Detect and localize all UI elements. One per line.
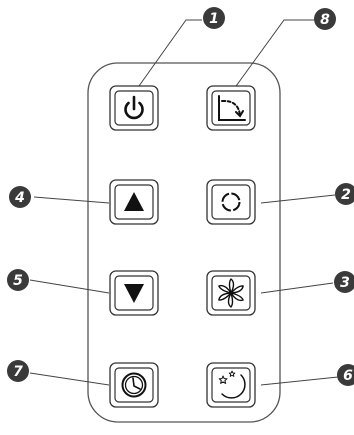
button-timer[interactable] [109, 362, 159, 408]
leader-line-6 [260, 376, 339, 386]
swing-icon [218, 95, 246, 121]
circle-mode-icon [221, 192, 241, 212]
button-swing[interactable] [206, 85, 256, 131]
leader-line-7 [29, 372, 110, 386]
callout-number: 8 [320, 12, 330, 28]
button-down[interactable] [109, 270, 159, 316]
down-arrow-icon [124, 284, 144, 303]
leader-line-8 [230, 19, 314, 94]
button-sleep[interactable] [206, 362, 256, 408]
callout-3: 3 [334, 271, 354, 293]
leader-line-4 [33, 196, 110, 204]
callout-badges: 1 8 4 2 5 3 7 6 [7, 7, 354, 386]
callout-5: 5 [7, 269, 29, 291]
callout-6: 6 [337, 364, 354, 386]
leader-line-5 [29, 279, 110, 294]
up-arrow-icon [124, 192, 144, 211]
leader-line-1 [133, 19, 202, 94]
callout-number: 4 [14, 190, 25, 206]
callout-2: 2 [335, 183, 354, 205]
button-up[interactable] [109, 179, 159, 225]
callout-number: 7 [13, 364, 23, 380]
fan-icon [218, 278, 244, 308]
button-power[interactable] [109, 85, 159, 131]
button-fan[interactable] [206, 270, 256, 316]
callout-number: 3 [340, 275, 350, 291]
callout-number: 6 [343, 368, 353, 384]
leader-line-2 [260, 194, 336, 204]
leader-lines [29, 19, 339, 386]
button-mode[interactable] [206, 179, 256, 225]
callout-number: 5 [13, 273, 23, 289]
remote-body [87, 62, 281, 423]
callout-7: 7 [7, 360, 29, 382]
leader-line-3 [260, 282, 334, 294]
callout-number: 1 [209, 11, 219, 27]
timer-clock-icon [121, 372, 147, 398]
power-icon [124, 95, 144, 120]
callout-8: 8 [314, 8, 336, 30]
callout-1: 1 [203, 7, 225, 29]
callout-number: 2 [341, 187, 351, 203]
sleep-moon-icon [218, 370, 246, 399]
callout-4: 4 [9, 186, 31, 208]
